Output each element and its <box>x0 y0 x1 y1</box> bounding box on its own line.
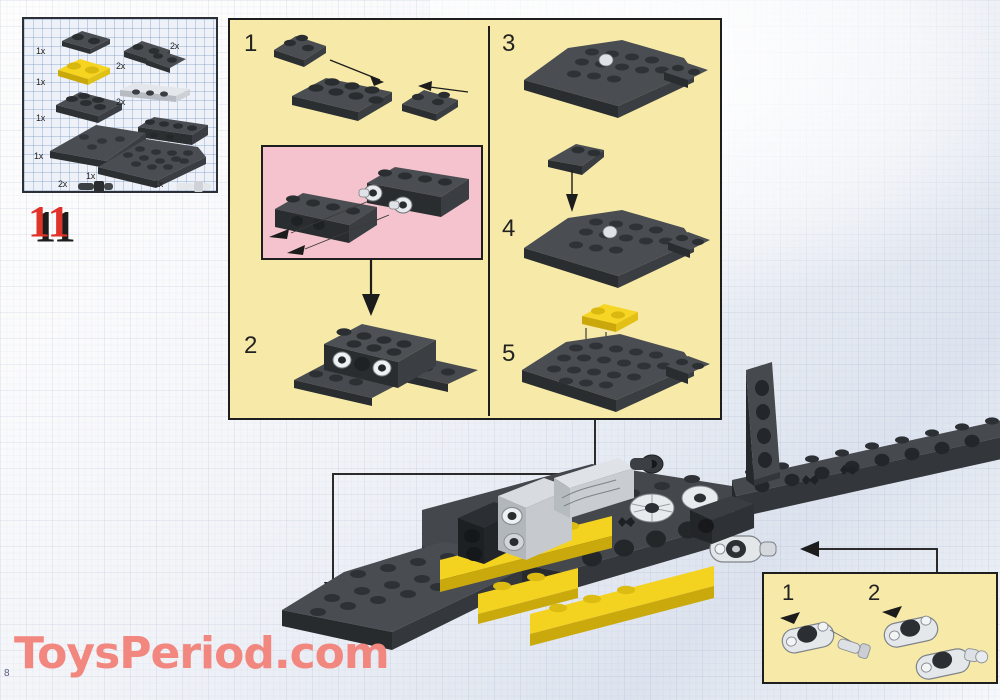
main-model-artwork <box>282 362 1000 650</box>
step-label-3: 3 <box>502 30 516 57</box>
sub-assembly-panel: 1 <box>228 18 722 420</box>
inset-technic-brick-right <box>358 167 469 217</box>
sub-step2-beam-assembly <box>882 606 989 680</box>
parts-qty: 2x <box>170 41 179 51</box>
parts-qty: 1x <box>154 179 163 189</box>
callout-line-horizontal <box>332 473 596 475</box>
parts-qty: 1x <box>36 46 45 56</box>
parts-list-box: 1x 1x 1x 2x <box>22 17 218 193</box>
part-technic-brick-1x4-holes <box>120 83 190 102</box>
inset2-callout-horizontal <box>818 548 938 550</box>
page-number: 8 <box>4 668 10 679</box>
parts-qty: 1x <box>36 113 45 123</box>
step1-plate-corner-right <box>402 90 458 121</box>
part-technic-axle-pin <box>78 181 113 192</box>
step1-assembly-arrows <box>329 59 469 93</box>
sub-step-inset: 1 2 <box>762 572 998 684</box>
parts-qty: 1x <box>36 77 45 87</box>
sub-step1-beam-and-pin <box>780 612 871 659</box>
sub-step-label-2: 2 <box>868 580 881 605</box>
part-plate-1x2-modified <box>146 51 186 73</box>
step2-down-arrow <box>362 260 380 316</box>
inset2-callout-arrow <box>800 541 819 557</box>
parts-qty: 1x <box>86 171 95 181</box>
detail-inset-pink <box>261 145 483 260</box>
step-label-2: 2 <box>244 332 258 359</box>
watermark: ToysPeriod.com <box>14 628 390 679</box>
sub-step-label-1: 1 <box>782 580 795 605</box>
part-plate-2x4 <box>56 92 122 123</box>
step-number-label: 11 <box>28 197 70 246</box>
callout-line-vertical-right <box>594 420 596 474</box>
part-wedge-plate-6x8 <box>98 139 206 188</box>
callout-line-vertical-left <box>332 473 334 583</box>
parts-qty: 2x <box>116 61 125 71</box>
parts-qty: 2x <box>58 179 67 189</box>
step1-plate-corner-top <box>274 34 326 67</box>
parts-qty: 1x <box>34 151 43 161</box>
step-number-shadow: 11 <box>34 202 76 251</box>
part-technic-pin-long <box>176 181 211 192</box>
step-label-4: 4 <box>502 215 516 242</box>
part-technic-brick-1x4 <box>138 117 208 145</box>
step2-assembly <box>294 324 478 406</box>
step4-down-arrow <box>566 170 578 212</box>
inset2-callout-vertical <box>936 548 938 574</box>
part-plate-2x2-yellow <box>58 59 110 85</box>
panel-divider <box>488 26 490 416</box>
step1-plate-2x4-base <box>292 78 392 121</box>
step5-yellow-plate <box>582 304 638 332</box>
step4-wedge-assembly <box>524 210 710 288</box>
step-label-5: 5 <box>502 340 516 367</box>
step4-small-wedge <box>548 144 604 175</box>
part-plate-1x2-with-clip <box>62 31 110 54</box>
step-label-1: 1 <box>244 30 258 57</box>
step3-wedge-assembly <box>524 40 708 118</box>
step5-wedge-assembly <box>522 334 710 412</box>
inset-insert-arrows <box>269 200 390 255</box>
step-number-badge: 11 11 <box>28 197 98 251</box>
parts-qty: 2x <box>116 97 125 107</box>
